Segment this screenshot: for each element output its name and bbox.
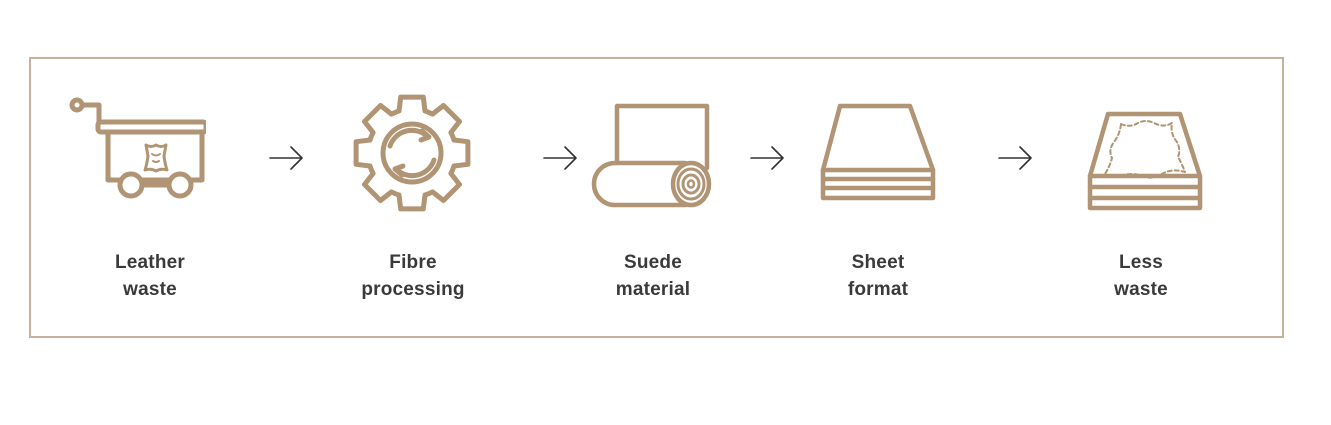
step-label-suede-material: Suede material: [553, 249, 753, 303]
material-roll-icon: [590, 90, 730, 220]
step-label-line2: waste: [123, 279, 177, 300]
process-frame: [29, 57, 1284, 338]
arrow-right-icon: [541, 142, 581, 174]
step-label-line2: processing: [361, 279, 465, 300]
step-label-line1: Less: [1118, 252, 1164, 273]
step-label-leather-waste: Leather waste: [50, 249, 250, 303]
step-label-line2: material: [615, 279, 691, 300]
step-label-fibre-processing: Fibre processing: [313, 249, 513, 303]
step-label-line1: Fibre: [389, 252, 437, 273]
sheet-with-hide-outline-icon: [1074, 90, 1214, 220]
step-label-line1: Suede: [623, 252, 683, 273]
stacked-sheets-icon: [808, 90, 948, 220]
step-label-line1: Leather: [114, 252, 186, 273]
gear-with-cycle-arrows-icon: [342, 90, 482, 220]
step-label-less-waste: Less waste: [1041, 249, 1241, 303]
cart-with-leather-icon: [66, 90, 206, 220]
step-label-line1: Sheet: [851, 252, 905, 273]
step-label-line2: format: [847, 279, 909, 300]
arrow-right-icon: [267, 142, 307, 174]
arrow-right-icon: [996, 142, 1036, 174]
arrow-right-icon: [748, 142, 788, 174]
step-label-sheet-format: Sheet format: [778, 249, 978, 303]
step-label-line2: waste: [1114, 279, 1168, 300]
